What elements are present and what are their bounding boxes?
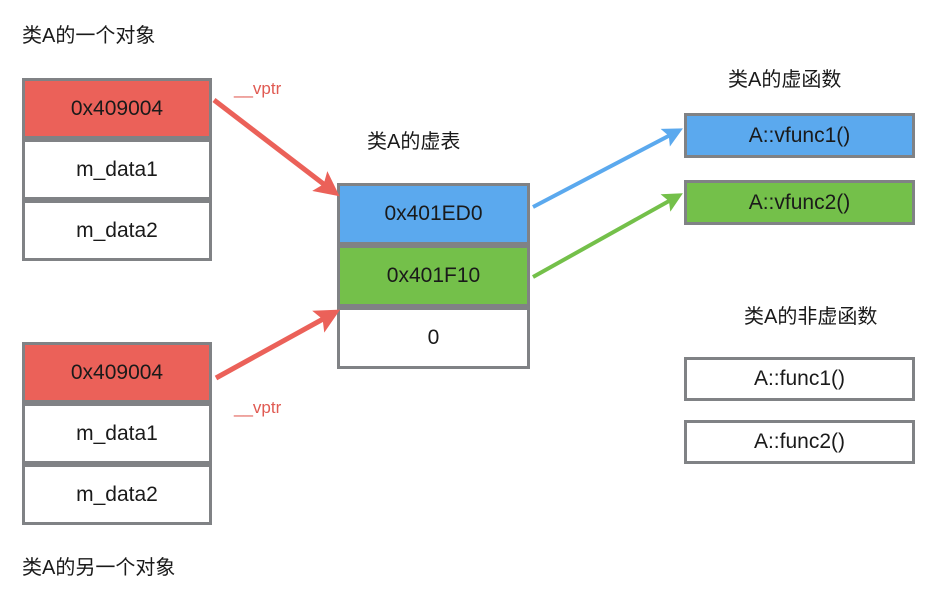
- arrow-object-one-to-vtable: [212, 98, 340, 197]
- nonvirtual-function-func1: A::func1(): [684, 357, 915, 401]
- object-one-vptr-cell: 0x409004: [22, 78, 212, 139]
- caption-vtable: 类A的虚表: [367, 131, 461, 153]
- caption-object-one: 类A的一个对象: [22, 25, 156, 47]
- arrow-object-two-to-vtable: [214, 309, 341, 381]
- arrow-vtable-slot2-to-vfunc2: [532, 193, 683, 279]
- caption-virtual-functions: 类A的虚函数: [728, 69, 842, 91]
- virtual-function-vfunc1: A::vfunc1(): [684, 113, 915, 158]
- vptr-label-bottom: __vptr: [234, 398, 282, 417]
- caption-object-two: 类A的另一个对象: [22, 557, 176, 579]
- object-two-member2-cell: m_data2: [22, 464, 212, 525]
- object-two-vptr-cell: 0x409004: [22, 342, 212, 403]
- arrow-vtable-slot1-to-vfunc1: [532, 128, 683, 209]
- object-two-member1-cell: m_data1: [22, 403, 212, 464]
- object-one-member1-cell: m_data1: [22, 139, 212, 200]
- object-one-member2-cell: m_data2: [22, 200, 212, 261]
- virtual-function-vfunc2: A::vfunc2(): [684, 180, 915, 225]
- nonvirtual-function-func2: A::func2(): [684, 420, 915, 464]
- vptr-label-top: __vptr: [234, 79, 282, 98]
- caption-nonvirtual-functions: 类A的非虚函数: [744, 306, 878, 328]
- vtable-slot-3: 0: [337, 307, 530, 369]
- vtable-slot-1: 0x401ED0: [337, 183, 530, 245]
- vtable-slot-2: 0x401F10: [337, 245, 530, 307]
